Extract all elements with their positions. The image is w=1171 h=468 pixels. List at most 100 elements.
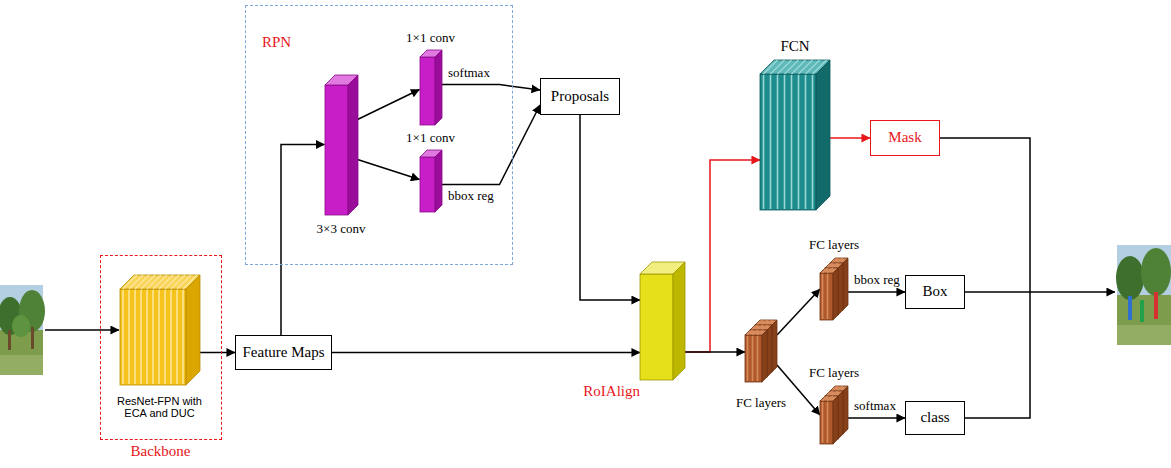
output-box: class [905, 401, 965, 435]
layer-slab [420, 50, 442, 125]
layer-block [325, 75, 358, 215]
slab-stripe [806, 60, 820, 74]
slab-stripe [827, 402, 829, 443]
slab-stripe [771, 60, 785, 74]
layer-block [760, 60, 830, 210]
connector-arrow [281, 145, 325, 336]
slab-side [348, 75, 358, 215]
slab-front [640, 274, 673, 380]
mask-overlay [1140, 300, 1144, 322]
layer-label: ResNet-FPN with ECA and DUC [112, 395, 208, 420]
input-arrow [45, 329, 119, 331]
connector-arrow [442, 105, 541, 185]
slab-stripe [805, 75, 807, 209]
slab-stripe [838, 258, 843, 263]
slab-stripe [768, 320, 773, 325]
layer-label: 3×3 conv [317, 222, 366, 237]
slab-stripe [159, 275, 173, 289]
slab-stripe [763, 320, 768, 325]
slab-side [833, 396, 838, 444]
connector-arrow [358, 160, 420, 180]
mask-overlay [1154, 292, 1158, 319]
conv-layer: 3×3 conv [325, 75, 358, 215]
layer-label: RPN [262, 34, 291, 51]
slab-side [435, 50, 442, 125]
slab-stripe [758, 325, 763, 330]
layer-slab [420, 150, 442, 212]
slab-stripe [833, 386, 838, 391]
slab-stripe [176, 290, 178, 384]
slab-side [816, 60, 830, 210]
merge-line [965, 292, 1030, 418]
slab-stripe [141, 275, 155, 289]
output-photo [1116, 245, 1171, 345]
backbone-block: ResNet-FPN with ECA and DUC [120, 275, 200, 385]
photo-ground [1117, 295, 1171, 345]
input-photo [0, 285, 45, 375]
slab-stripe [146, 290, 148, 384]
photo-grass [0, 355, 43, 375]
slab-stripe [784, 75, 786, 209]
slab-front [120, 289, 186, 385]
slab-stripe [828, 391, 833, 396]
layer-slab [745, 330, 767, 382]
slab-stripe [753, 330, 758, 335]
process-box: Proposals [540, 78, 620, 115]
slab-stripe [134, 290, 136, 384]
slab-stripe [753, 325, 758, 330]
slab-stripe [822, 402, 824, 443]
layer-block [120, 275, 200, 385]
slab-side [843, 386, 848, 434]
slab-front [325, 85, 348, 215]
slab-front [420, 157, 435, 212]
layer-slab [120, 275, 200, 385]
slab-side [186, 275, 200, 385]
slab-stripe [171, 275, 185, 289]
fc-stack [745, 320, 777, 382]
slab-stripe [777, 75, 779, 209]
conv-layer: 1×1 conv [420, 150, 442, 212]
slab-stripe [123, 275, 137, 289]
box-label: class [920, 409, 949, 426]
layer-block [640, 262, 685, 380]
connector-arrow [442, 85, 541, 91]
slab-stripe [147, 275, 161, 289]
roialign-layer: RoIAlign [640, 262, 685, 380]
box-label: Proposals [551, 88, 609, 105]
slab-side [843, 258, 848, 310]
slab-side [762, 330, 767, 382]
slab-stripe [785, 60, 799, 74]
layer-block [420, 150, 442, 212]
slab-stripe [770, 75, 772, 209]
connector-arrow [358, 90, 420, 120]
slab-stripe [170, 290, 172, 384]
slab-stripe [758, 320, 763, 325]
slab-stripe [152, 290, 154, 384]
slab-stripe [135, 275, 149, 289]
slab-stripe [748, 330, 753, 335]
slab-stripe [757, 336, 759, 381]
box-label: Feature Maps [242, 344, 324, 361]
slab-front [760, 74, 816, 210]
slab-stripe [758, 330, 763, 335]
layer-block [420, 50, 442, 125]
connector-arrow [685, 351, 745, 353]
output-box: Box [905, 275, 965, 309]
slab-stripe [838, 386, 843, 391]
slab-stripe [798, 75, 800, 209]
fcn-block: FCN [760, 60, 830, 210]
slab-stripe [763, 75, 765, 209]
slab-stripe [833, 263, 838, 268]
edge-label: softmax [446, 66, 492, 80]
fc-stack [820, 386, 848, 444]
merge-line [940, 138, 1030, 292]
slab-stripe [763, 325, 768, 330]
slab-front [420, 57, 435, 125]
slab-stripe [752, 336, 754, 381]
connector-arrow [332, 352, 640, 354]
connector-arrow [580, 115, 640, 300]
layer-label: RoIAlign [583, 383, 640, 400]
fc-layers: FC layers [820, 258, 848, 320]
layer-label: FCN [780, 38, 809, 55]
layer-slab [325, 75, 358, 215]
